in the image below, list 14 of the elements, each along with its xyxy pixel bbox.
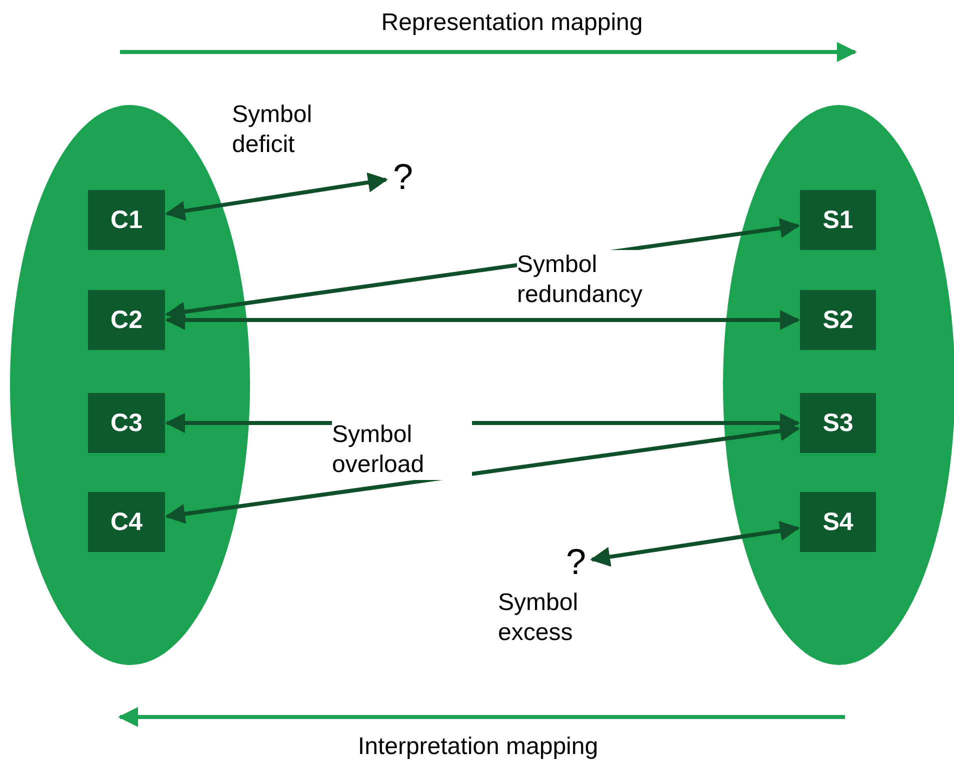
concept-box: S2 [800, 290, 876, 350]
concept-box: S1 [800, 190, 876, 250]
arrow [590, 520, 800, 567]
concept-box: S3 [800, 393, 876, 453]
arrow [165, 310, 800, 330]
concept-box: C1 [88, 190, 165, 250]
concept-box: S4 [800, 492, 876, 552]
concept-box: C3 [88, 393, 165, 453]
arrow [165, 172, 388, 221]
annotation-label: Symbol overload [332, 420, 472, 480]
question-mark: ? [388, 155, 418, 199]
concept-box: C2 [88, 290, 165, 350]
concept-box: C4 [88, 492, 165, 552]
question-mark: ? [562, 540, 590, 584]
